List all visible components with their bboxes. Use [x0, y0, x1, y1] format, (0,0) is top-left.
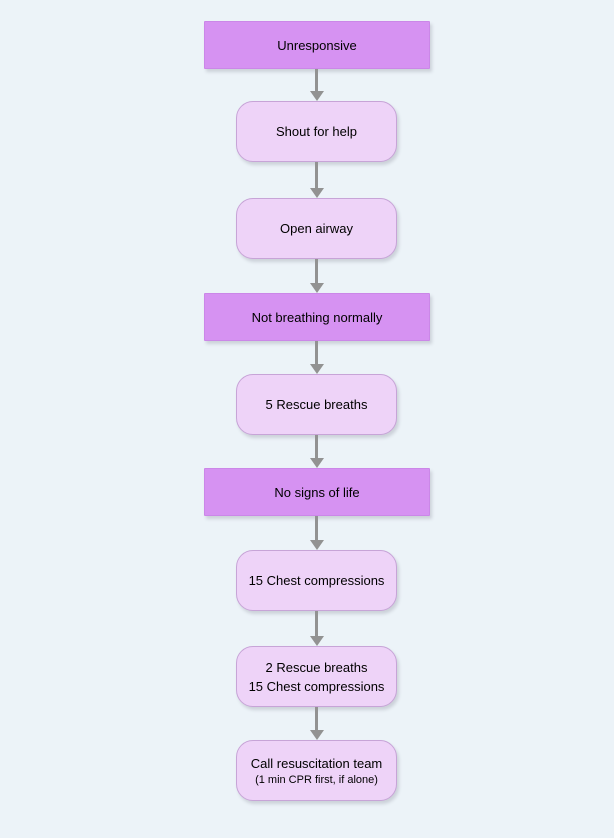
- arrow-head-icon: [310, 283, 324, 293]
- flow-node-label: Not breathing normally: [251, 309, 383, 325]
- flow-node-label: Call resuscitation team: [250, 755, 383, 771]
- connector-arrow-down: [310, 341, 324, 374]
- arrow-stem: [315, 611, 318, 637]
- connector-arrow-down: [310, 707, 324, 740]
- arrow-head-icon: [310, 636, 324, 646]
- arrow-head-icon: [310, 540, 324, 550]
- flow-node-label: No signs of life: [274, 484, 360, 500]
- arrow-head-icon: [310, 364, 324, 374]
- flow-node-label: 2 Rescue breaths: [265, 659, 368, 675]
- flow-node-label: Open airway: [280, 221, 353, 236]
- flow-node-no-signs-of-life: No signs of life: [204, 468, 430, 516]
- arrow-stem: [315, 516, 318, 541]
- arrow-stem: [315, 69, 318, 92]
- arrow-head-icon: [310, 458, 324, 468]
- flow-node-unresponsive: Unresponsive: [204, 21, 430, 69]
- arrow-stem: [315, 435, 318, 459]
- arrow-stem: [315, 707, 318, 731]
- flow-node-5-rescue-breaths: 5 Rescue breaths: [236, 374, 397, 435]
- connector-arrow-down: [310, 162, 324, 198]
- flow-node-open-airway: Open airway: [236, 198, 397, 259]
- flow-node-not-breathing-normally: Not breathing normally: [204, 293, 430, 341]
- arrow-stem: [315, 341, 318, 365]
- flow-node-sublabel: (1 min CPR first, if alone): [255, 773, 378, 786]
- arrow-head-icon: [310, 188, 324, 198]
- flow-node-label: Shout for help: [276, 124, 357, 139]
- connector-arrow-down: [310, 516, 324, 550]
- arrow-stem: [315, 259, 318, 284]
- flow-node-2-breaths-15-compressions: 2 Rescue breaths 15 Chest compressions: [236, 646, 397, 707]
- flow-node-label: Unresponsive: [277, 37, 357, 53]
- flow-node-15-chest-compressions: 15 Chest compressions: [236, 550, 397, 611]
- flow-node-shout-for-help: Shout for help: [236, 101, 397, 162]
- flow-node-label: 15 Chest compressions: [248, 573, 385, 588]
- connector-arrow-down: [310, 611, 324, 646]
- arrow-stem: [315, 162, 318, 189]
- arrow-head-icon: [310, 730, 324, 740]
- flow-node-call-resuscitation-team: Call resuscitation team (1 min CPR first…: [236, 740, 397, 801]
- arrow-head-icon: [310, 91, 324, 101]
- connector-arrow-down: [310, 435, 324, 468]
- connector-arrow-down: [310, 69, 324, 101]
- flow-node-label: 5 Rescue breaths: [265, 397, 368, 412]
- connector-arrow-down: [310, 259, 324, 293]
- flow-node-label: 15 Chest compressions: [248, 678, 385, 694]
